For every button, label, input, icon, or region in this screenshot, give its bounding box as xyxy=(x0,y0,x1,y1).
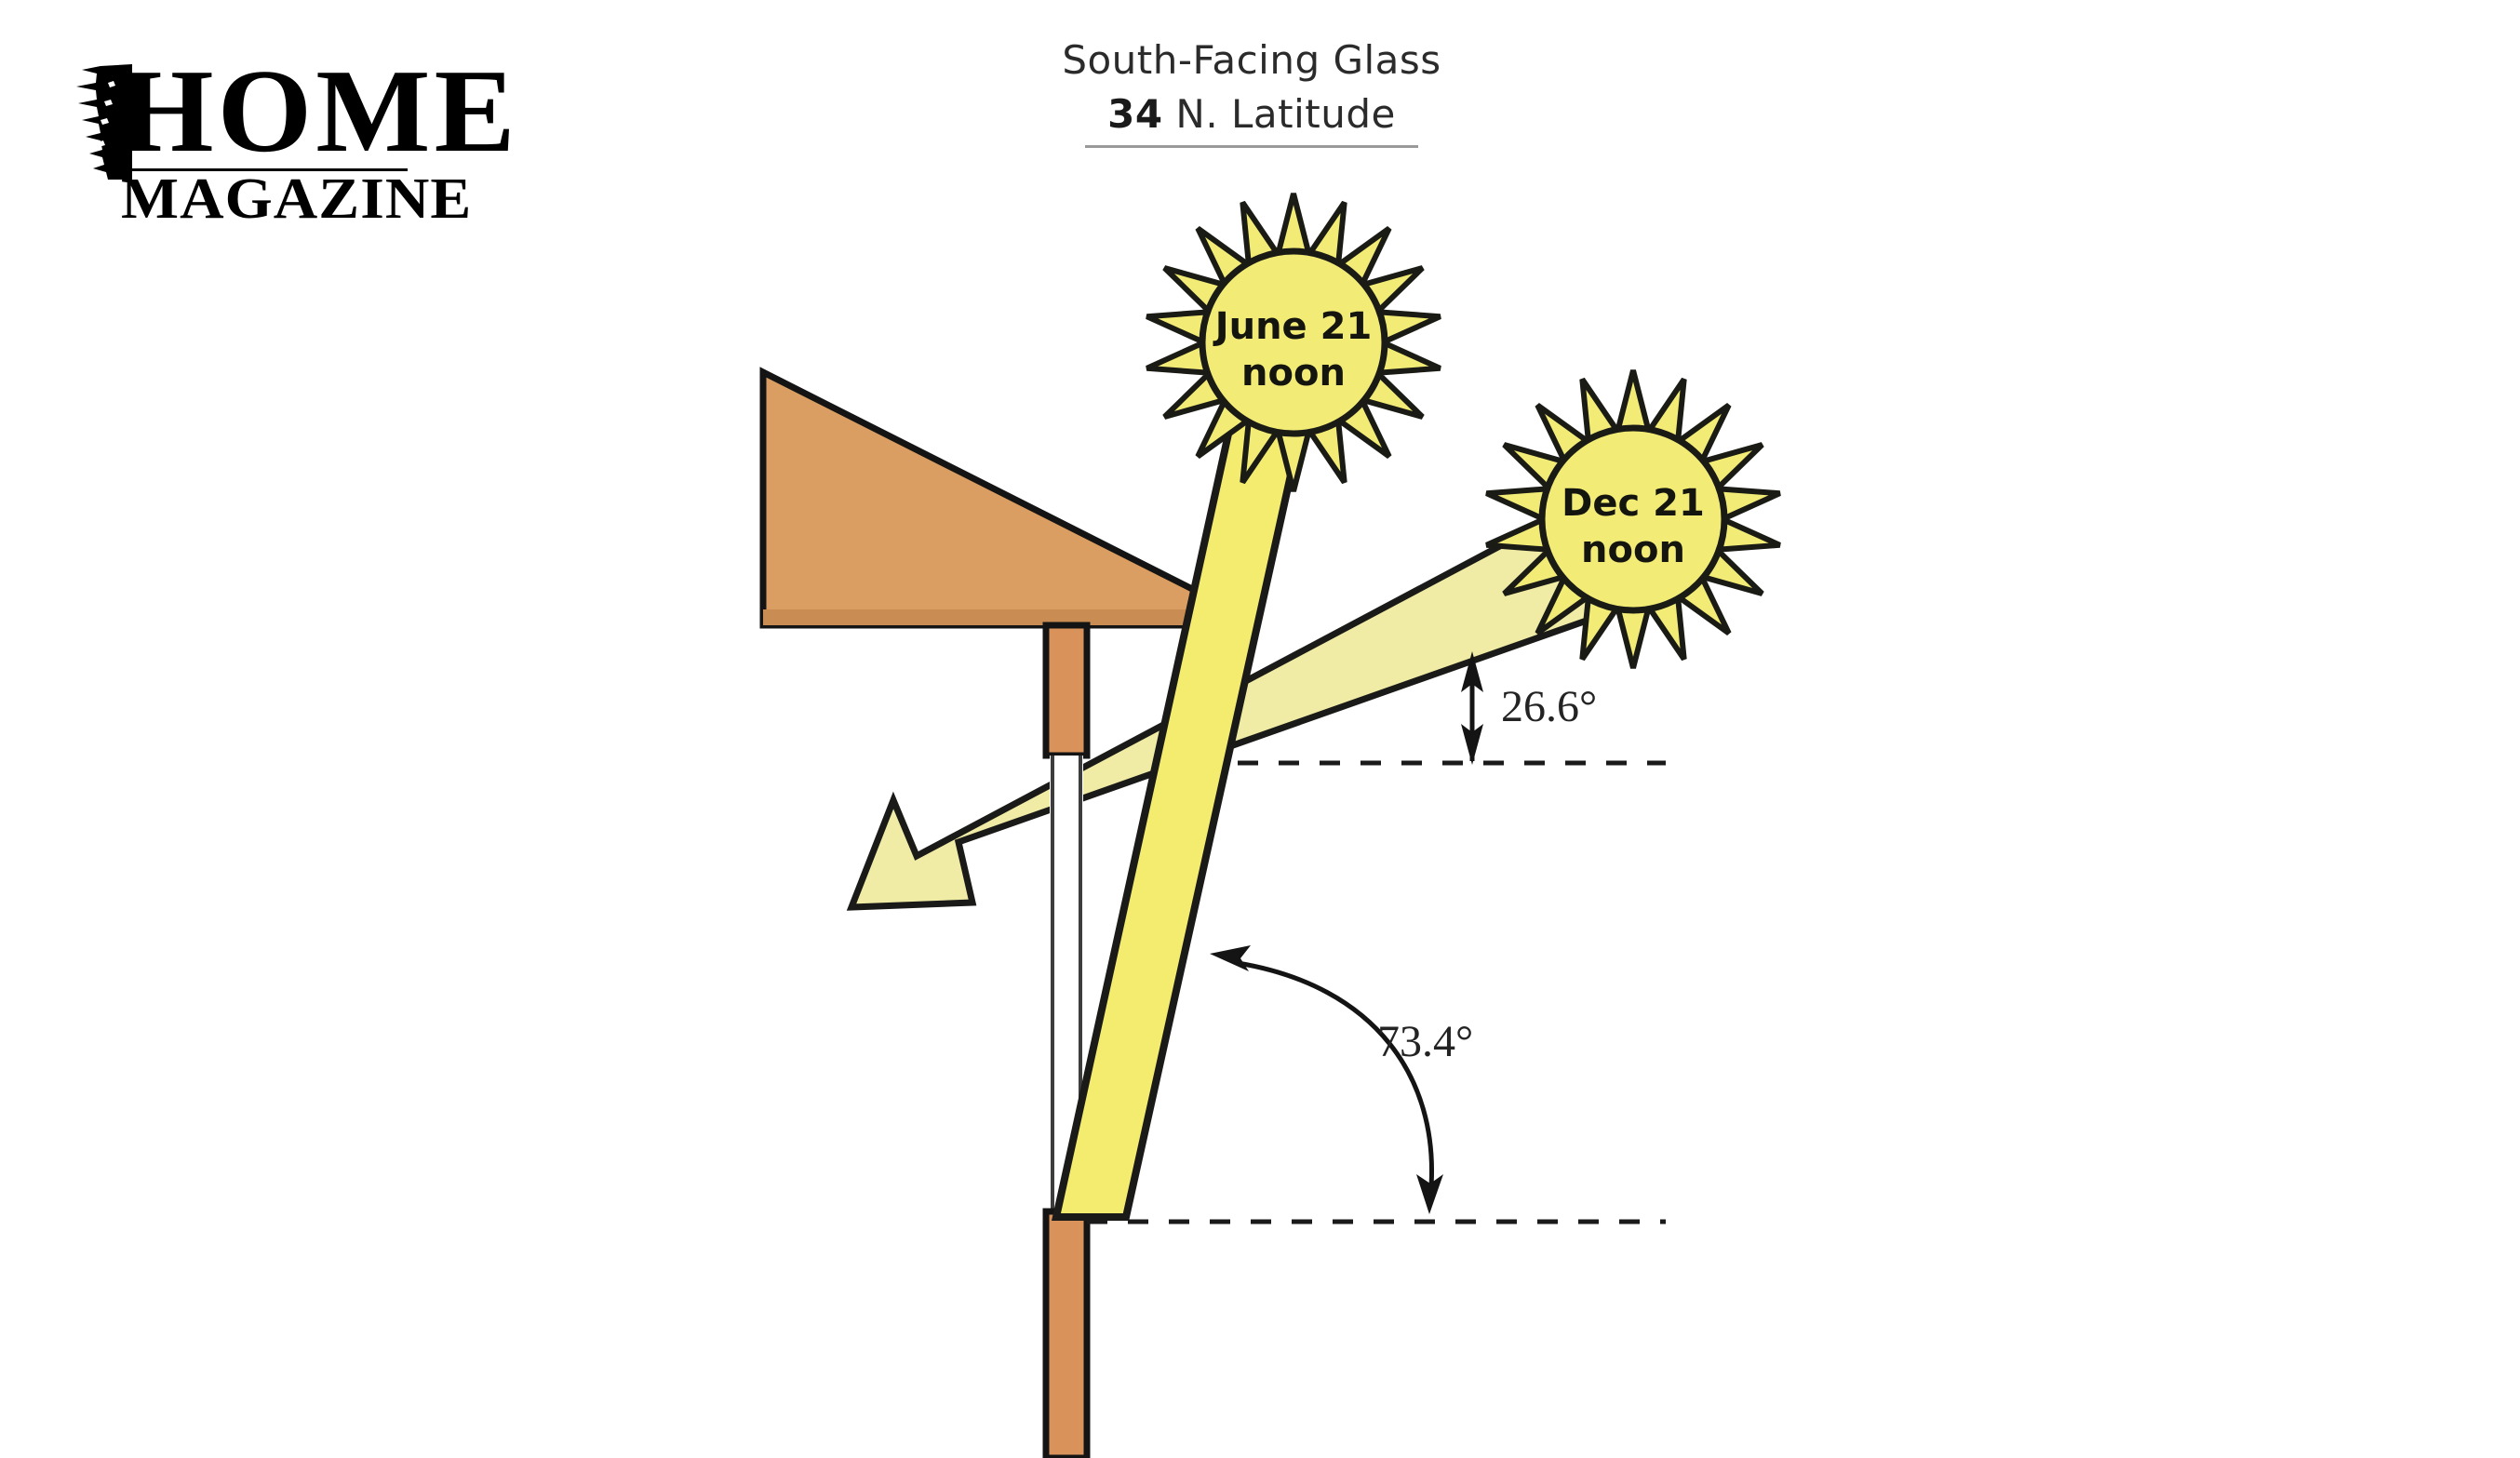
winter-altitude-arrow xyxy=(1461,651,1483,765)
sun-label-date-december: Dec 21 xyxy=(1562,482,1705,525)
heading-underline-rule xyxy=(1085,145,1418,148)
south-facing-glass-pane xyxy=(1050,756,1083,1211)
summer-altitude-label: 73.4° xyxy=(1377,1017,1473,1066)
pine-tree-icon xyxy=(76,64,132,180)
winter-altitude-label: 26.6° xyxy=(1501,682,1597,731)
sun-disc-december xyxy=(1538,424,1728,614)
diagram-heading: South-Facing Glass 34 N. Latitude xyxy=(954,35,1549,148)
latitude-value: 34 xyxy=(1107,91,1163,137)
wall-upper-post xyxy=(1042,622,1091,759)
roof-overhang xyxy=(759,367,1209,629)
sun-disc-june xyxy=(1199,247,1388,437)
logo-wordmark-magazine: MAGAZINE xyxy=(121,167,473,231)
june-21-noon-sun-ray xyxy=(1052,395,1307,1221)
logo-divider-rule xyxy=(121,168,408,171)
sun-label-time-june: noon xyxy=(1241,352,1346,395)
summer-altitude-arc xyxy=(1210,945,1443,1214)
sun-label-time-december: noon xyxy=(1581,528,1685,571)
sun-label-date-june: June 21 xyxy=(1213,305,1373,348)
latitude-unit-label: N. Latitude xyxy=(1162,91,1396,137)
home-magazine-logo: HOME MAGAZINE xyxy=(65,51,516,228)
page-title: South-Facing Glass xyxy=(1062,37,1441,83)
latitude-subtitle: 34 N. Latitude xyxy=(954,86,1549,143)
logo-wordmark-home: HOME xyxy=(119,45,519,177)
wall-lower-sill xyxy=(1042,1208,1091,1458)
